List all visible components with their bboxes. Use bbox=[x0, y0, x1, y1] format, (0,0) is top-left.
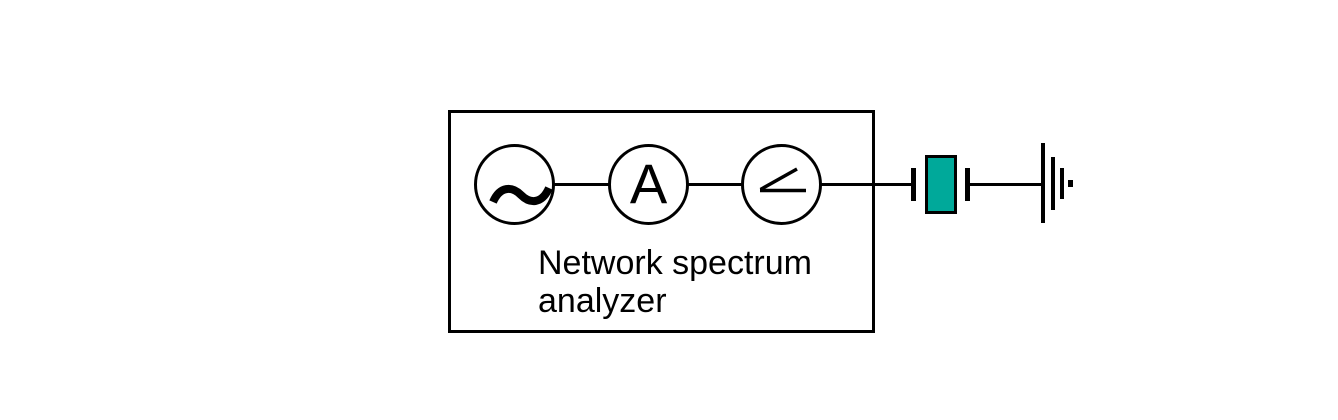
ac-source-circle bbox=[474, 144, 555, 225]
ammeter-circle: A bbox=[608, 144, 689, 225]
wire-analyzer-to-crystal bbox=[514, 183, 912, 186]
sine-wave-icon bbox=[489, 185, 552, 205]
wire-crystal-to-ground bbox=[969, 183, 1042, 186]
network-analyzer-box bbox=[448, 110, 875, 333]
ground-bar-short bbox=[1060, 168, 1064, 199]
ground-bar-tick bbox=[1068, 180, 1073, 187]
crystal-electrode-left bbox=[911, 168, 916, 201]
ammeter-symbol: A bbox=[629, 151, 668, 215]
analyzer-label: Network spectrum analyzer bbox=[538, 244, 812, 320]
crystal-body bbox=[925, 155, 957, 214]
crystal-electrode-right bbox=[965, 168, 970, 201]
phase-meter-circle bbox=[741, 144, 822, 225]
ground-bar-medium bbox=[1051, 157, 1055, 210]
phase-angle-icon bbox=[759, 167, 806, 193]
ground-bar-long bbox=[1041, 143, 1045, 223]
piezoelectric-crystal bbox=[925, 155, 957, 214]
